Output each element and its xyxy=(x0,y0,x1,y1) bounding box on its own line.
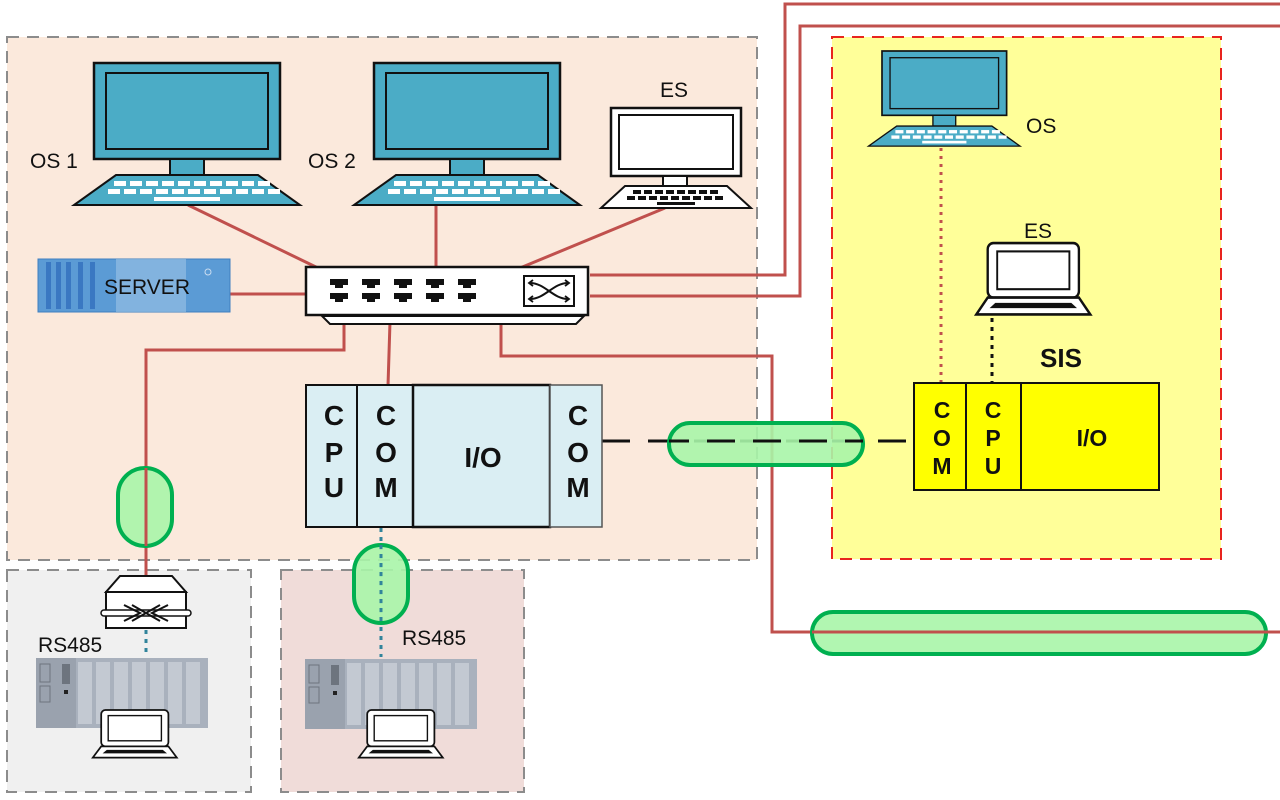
os2-workstation[interactable] xyxy=(352,61,582,207)
sis-es-laptop[interactable] xyxy=(974,241,1092,316)
dcs-com-letter: C xyxy=(376,400,396,431)
dcs-module-com2[interactable] xyxy=(549,384,603,528)
dcs-module-com[interactable] xyxy=(356,384,414,528)
dcs-cpu-letter: C xyxy=(324,400,344,431)
dcs-controller[interactable]: C P U C O M I/O C O M xyxy=(305,383,603,529)
protocol-gateway[interactable] xyxy=(100,575,192,629)
switch-crossover-icon xyxy=(523,275,575,307)
converter-arrows-icon xyxy=(123,604,169,622)
rs485-left-laptop[interactable] xyxy=(91,709,178,759)
dcs-com-letter: M xyxy=(374,472,397,503)
server-label: SERVER xyxy=(104,276,190,299)
dcs-cpu-letter: P xyxy=(325,437,344,468)
sis-com-letter: M xyxy=(932,453,951,479)
rs485-right-laptop[interactable] xyxy=(357,709,444,759)
rs485-left-label: RS485 xyxy=(38,634,102,657)
dcs-com2-letter: M xyxy=(566,472,589,503)
link-switch-gateway xyxy=(144,322,346,576)
network-switch[interactable] xyxy=(304,265,590,325)
dcs-com-letter: O xyxy=(375,437,397,468)
sis-cpu-letter: U xyxy=(985,453,1002,479)
sis-com-letter: C xyxy=(934,397,951,423)
rs485-right-label: RS485 xyxy=(402,627,466,650)
es-dcs-label: ES xyxy=(660,79,688,102)
dcs-module-io[interactable] xyxy=(411,383,552,529)
os1-workstation[interactable] xyxy=(72,61,302,207)
dcs-io-label: I/O xyxy=(464,442,501,473)
es-dcs-workstation[interactable] xyxy=(599,106,753,210)
link-es-switch xyxy=(519,206,666,270)
sis-cpu-letter: P xyxy=(985,425,1000,451)
dcs-module-cpu[interactable] xyxy=(305,384,358,528)
dcs-com2-letter: C xyxy=(568,400,588,431)
sis-os-label: OS xyxy=(1026,115,1056,138)
sis-module-cpu[interactable] xyxy=(965,382,1022,491)
sis-title: SIS xyxy=(1040,343,1082,373)
sis-module-com[interactable] xyxy=(913,382,967,491)
sis-os-workstation[interactable] xyxy=(867,50,1021,147)
sis-cpu-letter: C xyxy=(985,397,1002,423)
sis-module-io[interactable] xyxy=(1020,382,1160,491)
dcs-com2-letter: O xyxy=(567,437,589,468)
sis-controller[interactable]: C O M C P U I/O xyxy=(913,382,1160,491)
server[interactable]: SERVER xyxy=(37,258,231,313)
link-switch-external-1 xyxy=(590,2,1280,277)
link-switch-external-2 xyxy=(590,24,1280,298)
firewall-dcs-sis-link xyxy=(667,421,865,467)
sis-com-letter: O xyxy=(933,425,951,451)
switch-ports xyxy=(330,279,476,302)
link-os1-switch xyxy=(187,203,319,270)
dcs-cpu-letter: U xyxy=(324,472,344,503)
os2-label: OS 2 xyxy=(308,150,356,173)
link-switch-dcs-com xyxy=(386,321,392,387)
os1-label: OS 1 xyxy=(30,150,78,173)
sis-io-label: I/O xyxy=(1077,425,1108,451)
sis-es-label: ES xyxy=(1024,220,1052,243)
